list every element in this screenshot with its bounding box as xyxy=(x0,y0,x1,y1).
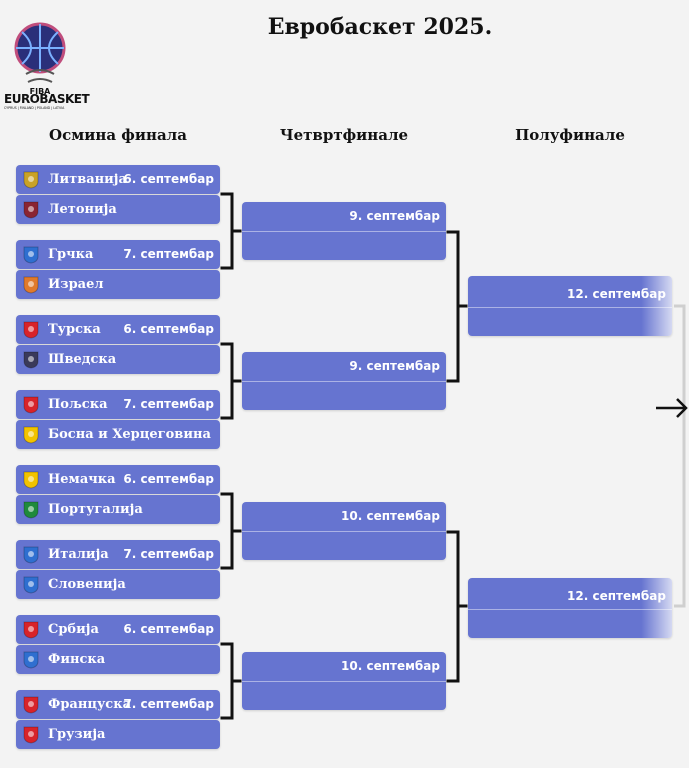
georgia-crest-icon xyxy=(22,726,40,744)
turkey-crest-icon xyxy=(22,321,40,339)
qf-match-4[interactable]: 10. септембар xyxy=(242,652,446,710)
france-crest-icon xyxy=(22,696,40,714)
team-row[interactable]: Финска xyxy=(16,645,220,674)
serbia-crest-icon xyxy=(22,621,40,639)
team-name: Италија xyxy=(48,547,109,562)
qf-match-1[interactable]: 9. септембар xyxy=(242,202,446,260)
team-name: Финска xyxy=(48,652,106,667)
team-name: Грузија xyxy=(48,727,106,742)
team-name: Литванија xyxy=(48,172,127,187)
team-name: Летонија xyxy=(48,202,117,217)
team-name: Француска xyxy=(48,697,132,712)
arrow-right-icon xyxy=(656,398,688,418)
match-date: 7. септембар xyxy=(123,547,214,561)
basketball-logo-icon: FIBA xyxy=(14,22,66,96)
israel-crest-icon xyxy=(22,276,40,294)
logo-hosts: CYPRUS | FINLAND | POLAND | LATVIA xyxy=(4,106,65,110)
team-name: Турска xyxy=(48,322,101,337)
team-row[interactable]: Турска 6. септембар xyxy=(16,315,220,344)
team-name: Босна и Херцеговина xyxy=(48,427,211,442)
team-row[interactable]: Пољска 7. септембар xyxy=(16,390,220,419)
team-row[interactable]: Грчка 7. септембар xyxy=(16,240,220,269)
italy-crest-icon xyxy=(22,546,40,564)
page-title: Евробаскет 2025. xyxy=(267,14,493,40)
eurobasket-logo: FIBA EUROBASKET CYPRUS | FINLAND | POLAN… xyxy=(4,12,90,112)
team-row[interactable]: Словенија xyxy=(16,570,220,599)
match-date: 7. септембар xyxy=(123,397,214,411)
logo-brand: EUROBASKET xyxy=(4,92,90,106)
qf-match-3[interactable]: 10. септембар xyxy=(242,502,446,560)
qf-match-2[interactable]: 9. септембар xyxy=(242,352,446,410)
team-name: Немачка xyxy=(48,472,116,487)
slovenia-crest-icon xyxy=(22,576,40,594)
sf-match-2[interactable]: 12. септембар xyxy=(468,578,672,638)
finland-crest-icon xyxy=(22,651,40,669)
match-date: 6. септембар xyxy=(123,472,214,486)
team-row[interactable]: Босна и Херцеговина xyxy=(16,420,220,449)
lithuania-crest-icon xyxy=(22,171,40,189)
greece-crest-icon xyxy=(22,246,40,264)
team-name: Пољска xyxy=(48,397,108,412)
team-name: Србија xyxy=(48,622,99,637)
team-row[interactable]: Немачка 6. септембар xyxy=(16,465,220,494)
germany-crest-icon xyxy=(22,471,40,489)
team-row[interactable]: Летонија xyxy=(16,195,220,224)
team-row[interactable]: Шведска xyxy=(16,345,220,374)
team-name: Португалија xyxy=(48,502,143,517)
team-name: Израел xyxy=(48,277,104,292)
logo-org: FIBA xyxy=(30,87,52,96)
sf-date: 12. септембар xyxy=(567,589,666,603)
latvia-crest-icon xyxy=(22,201,40,219)
column-header-round-of-16: Осмина финала xyxy=(49,126,187,144)
match-date: 7. септембар xyxy=(123,697,214,711)
team-row[interactable]: Грузија xyxy=(16,720,220,749)
team-row[interactable]: Италија 7. септембар xyxy=(16,540,220,569)
team-name: Грчка xyxy=(48,247,94,262)
qf-date: 9. септембар xyxy=(349,359,440,373)
qf-date: 9. септембар xyxy=(349,209,440,223)
sweden-crest-icon xyxy=(22,351,40,369)
qf-date: 10. септембар xyxy=(341,509,440,523)
poland-crest-icon xyxy=(22,396,40,414)
team-name: Шведска xyxy=(48,352,117,367)
bosnia-crest-icon xyxy=(22,426,40,444)
team-row[interactable]: Израел xyxy=(16,270,220,299)
team-row[interactable]: Србија 6. септембар xyxy=(16,615,220,644)
sf-date: 12. септембар xyxy=(567,287,666,301)
match-date: 7. септембар xyxy=(123,247,214,261)
team-name: Словенија xyxy=(48,577,126,592)
sf-match-1[interactable]: 12. септембар xyxy=(468,276,672,336)
qf-date: 10. септембар xyxy=(341,659,440,673)
match-date: 6. септембар xyxy=(123,172,214,186)
team-row[interactable]: Португалија xyxy=(16,495,220,524)
match-date: 6. септембар xyxy=(123,322,214,336)
portugal-crest-icon xyxy=(22,501,40,519)
column-header-semifinals: Полуфинале xyxy=(515,126,625,144)
column-header-quarterfinals: Четвртфинале xyxy=(279,126,409,144)
match-date: 6. септембар xyxy=(123,622,214,636)
